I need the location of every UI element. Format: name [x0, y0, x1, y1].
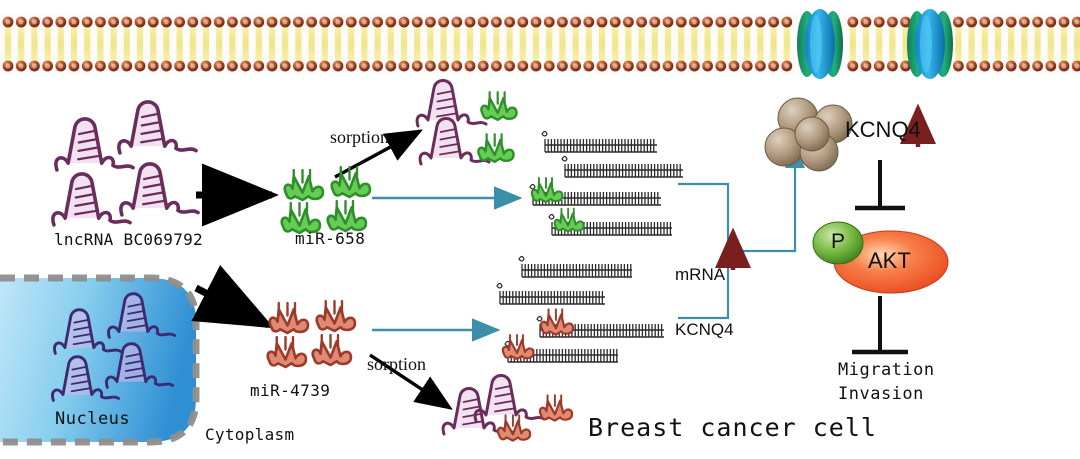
lncrna-bc069792-cluster: [51, 100, 200, 227]
label-mrna-kcnq4: mRNA KCNQ4: [675, 230, 734, 357]
label-sorption-bottom: sorption: [367, 354, 427, 374]
mrna-strand: [518, 255, 632, 278]
label-kcnq4-protein: KCNQ4: [845, 117, 921, 142]
mrna-strand: [541, 130, 657, 153]
nucleus-shape: [0, 274, 200, 446]
bar-akt-inhibits-migration: [852, 296, 908, 355]
arrow-nucleus-to-mir4739: [191, 264, 275, 329]
mrna-cluster-top: [529, 130, 683, 236]
mir-658-cluster: [280, 165, 372, 235]
label-mrna: mRNA: [675, 264, 726, 284]
label-lncrna: lncRNA BC069792: [54, 230, 203, 249]
arrow-sorption-bottom: [369, 353, 453, 410]
lncrna-mir4739-complex: [441, 374, 574, 442]
mrna-cluster-bottom: [496, 255, 664, 363]
mrna-strand: [561, 155, 683, 178]
plasma-membrane: [0, 9, 1080, 79]
label-akt: AKT: [868, 248, 911, 273]
lncrna-nucleus-cluster: [51, 292, 177, 402]
label-migration: Migration: [838, 360, 935, 380]
label-mir4739: miR-4739: [250, 381, 331, 400]
label-invasion: Invasion: [838, 384, 924, 404]
label-sorption-top: sorption: [330, 127, 390, 147]
lncrna-mir658-complex: [415, 79, 518, 166]
label-nucleus: Nucleus: [55, 409, 131, 429]
upregulation-arrows: [715, 103, 936, 270]
label-mir658: miR-658: [295, 229, 366, 248]
label-phospho: P: [831, 230, 846, 253]
label-cell-title: Breast cancer cell: [588, 413, 877, 442]
mrna-strand: [496, 282, 605, 305]
label-cytoplasm: Cytoplasm: [205, 425, 295, 444]
bar-kcnq4-inhibits-akt: [855, 160, 905, 211]
label-kcnq4-gene: KCNQ4: [675, 320, 734, 340]
inhibition-bars: [852, 160, 908, 355]
membrane-channel-1: [797, 9, 843, 79]
membrane-channel-2: [907, 9, 953, 79]
mir-4739-cluster: [266, 299, 357, 369]
kcnq4-protein-complex: [764, 97, 853, 172]
phospho-group: [812, 221, 864, 265]
